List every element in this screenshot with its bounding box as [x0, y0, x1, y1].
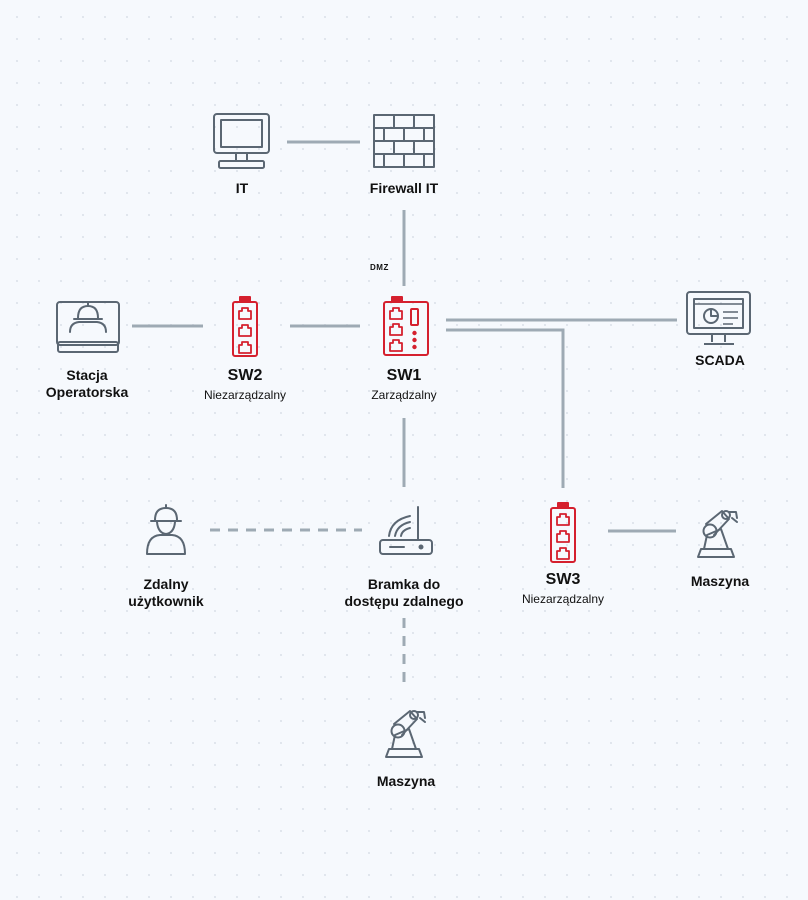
brick-wall-icon: [373, 114, 435, 168]
managed-switch-icon: [383, 296, 429, 356]
wireless-router-icon: [379, 506, 433, 555]
sw3-label: SW3 Niezarządzalny: [521, 571, 605, 606]
remote-user-label: Zdalny użytkownik: [128, 576, 204, 609]
connections: [132, 140, 677, 690]
network-switch-icon: [232, 296, 258, 357]
scada-label: SCADA: [695, 352, 745, 368]
robot-arm-icon: [385, 710, 426, 758]
machine-bottom-label: Maszyna: [376, 773, 436, 789]
operator-label: Stacja Operatorska: [45, 367, 129, 400]
scada-monitor-icon: [686, 291, 751, 345]
machine-right-label: Maszyna: [690, 573, 750, 589]
firewall-label: Firewall IT: [369, 180, 439, 196]
robot-arm-icon: [697, 510, 738, 558]
operator-workstation-icon: [56, 301, 120, 353]
sw1-label: SW1 Zarządzalny: [371, 367, 437, 402]
worker-helmet-icon: [146, 504, 186, 555]
dmz-label: DMZ: [370, 263, 389, 272]
computer-monitor-icon: [213, 113, 270, 169]
it-label: IT: [235, 180, 249, 196]
network-switch-icon: [550, 502, 576, 563]
link-sw1-sw3: [446, 328, 565, 488]
gateway-label: Bramka do dostępu zdalnego: [344, 576, 464, 609]
sw2-label: SW2 Niezarządzalny: [203, 367, 287, 402]
